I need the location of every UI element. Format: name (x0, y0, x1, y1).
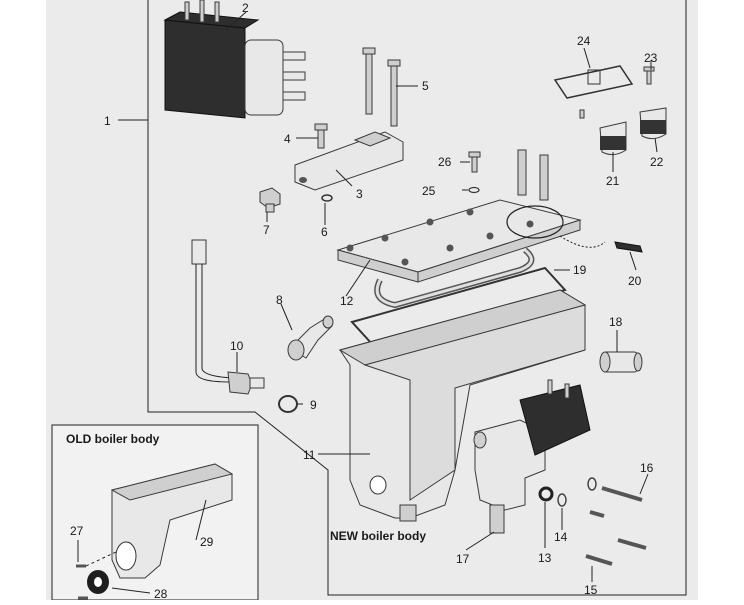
leader-lines (77, 11, 658, 594)
part-29-old-boiler-body (110, 463, 234, 579)
callout-9: 9 (310, 398, 317, 412)
main-assembly-frame (147, 0, 687, 596)
part-26-screw (468, 151, 481, 173)
part-12-heating-plate (336, 149, 582, 309)
callout-1: 1 (104, 114, 111, 128)
callout-4: 4 (284, 132, 291, 146)
callout-23: 23 (644, 51, 658, 65)
callout-25: 25 (422, 184, 436, 198)
part-20-small-plate (559, 235, 643, 253)
part-11-new-boiler-body (338, 289, 587, 522)
part-7-fitting (259, 187, 281, 213)
callout-12: 12 (340, 294, 354, 308)
callout-26: 26 (438, 155, 452, 169)
part-small-washer (587, 477, 597, 491)
part-19-gasket (350, 266, 567, 346)
callout-15: 15 (584, 583, 598, 597)
callout-16: 16 (640, 461, 654, 475)
callout-28: 28 (154, 587, 168, 600)
part-25-washer (468, 186, 480, 194)
caption-old-boiler-body: OLD boiler body (66, 432, 160, 446)
callout-29: 29 (200, 535, 214, 549)
callout-3: 3 (356, 187, 363, 201)
part-15-screw (585, 554, 613, 566)
part-18-fitting (599, 351, 643, 373)
part-23-screw (643, 66, 655, 85)
callout-13: 13 (538, 551, 552, 565)
callout-19: 19 (573, 263, 587, 277)
part-24-clip (553, 65, 634, 99)
part-small-screw-a (579, 109, 585, 119)
callout-22: 22 (650, 155, 664, 169)
callout-24: 24 (577, 34, 591, 48)
callout-21: 21 (606, 174, 620, 188)
callout-10: 10 (230, 339, 244, 353)
part-10-temperature-sensor (191, 239, 265, 395)
part-14-washer (557, 493, 567, 507)
callout-8: 8 (276, 293, 283, 307)
callout-11: 11 (303, 448, 316, 462)
part-16-screws (589, 486, 647, 550)
callout-labels: 1 2 3 4 5 6 7 8 9 10 11 12 13 14 15 16 1… (70, 1, 664, 601)
part-17-solenoid-valve (473, 379, 591, 534)
callout-2: 2 (242, 1, 249, 15)
part-28-gasket (78, 570, 109, 600)
part-21-fuse (599, 121, 627, 156)
callout-27: 27 (70, 524, 84, 538)
callout-20: 20 (628, 274, 642, 288)
part-22-fuse (639, 107, 667, 140)
callout-7: 7 (263, 223, 270, 237)
part-2-valve-block (163, 0, 306, 119)
part-5-long-screws (362, 47, 401, 127)
callout-18: 18 (609, 315, 623, 329)
part-13-washer (538, 486, 554, 502)
callout-6: 6 (321, 225, 328, 239)
callout-5: 5 (422, 79, 429, 93)
part-3-bracket (294, 131, 404, 191)
callout-17: 17 (456, 552, 470, 566)
caption-new-boiler-body: NEW boiler body (330, 529, 426, 543)
part-27-screw (76, 551, 117, 568)
callout-14: 14 (554, 530, 568, 544)
part-6-washer (321, 194, 333, 202)
part-8-elbow (287, 315, 334, 361)
